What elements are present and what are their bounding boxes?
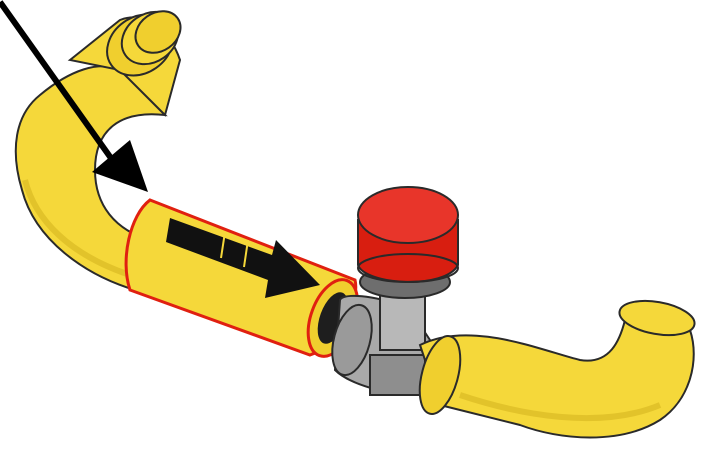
valve-cap (358, 187, 458, 282)
elbow-pipe-right (412, 296, 697, 438)
pipe-sleeve-highlighted (126, 200, 367, 363)
